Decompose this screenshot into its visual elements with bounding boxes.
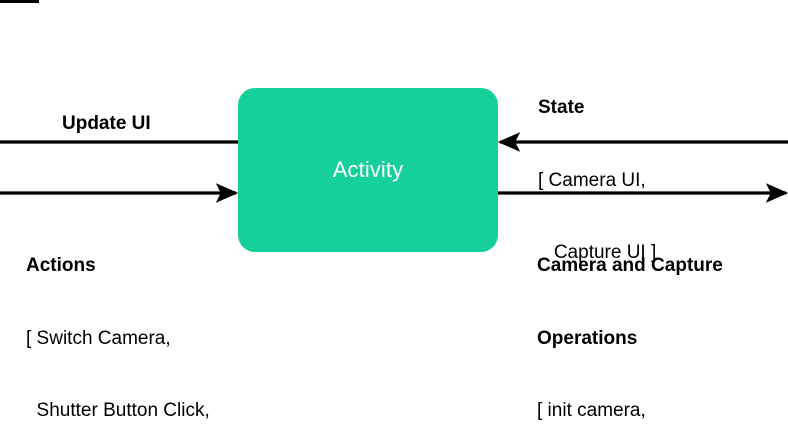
- camera-operations-item: [ init camera,: [537, 400, 646, 422]
- actions-item: [ Switch Camera,: [26, 327, 171, 349]
- actions-item: Shutter Button Click,: [26, 400, 210, 422]
- camera-operations-heading-line-1: Camera and Capture: [537, 255, 723, 277]
- state-item: Capture UI ]: [538, 242, 657, 264]
- camera-operations-heading-line-2: Operations: [537, 327, 638, 349]
- state-item: [ Camera UI,: [538, 169, 646, 191]
- state-block: State [ Camera UI, Capture UI ]: [538, 50, 656, 313]
- update-ui-label: Update UI: [62, 113, 151, 134]
- camera-operations-block: Camera and Capture Operations [ init cam…: [537, 208, 723, 444]
- activity-node-label: Activity: [332, 157, 404, 182]
- top-left-rule: [0, 0, 39, 3]
- activity-node[interactable]: Activity: [238, 88, 498, 252]
- actions-block: Actions [ Switch Camera, Shutter Button …: [26, 208, 256, 444]
- actions-heading: Actions: [26, 255, 96, 277]
- state-heading: State: [538, 97, 585, 119]
